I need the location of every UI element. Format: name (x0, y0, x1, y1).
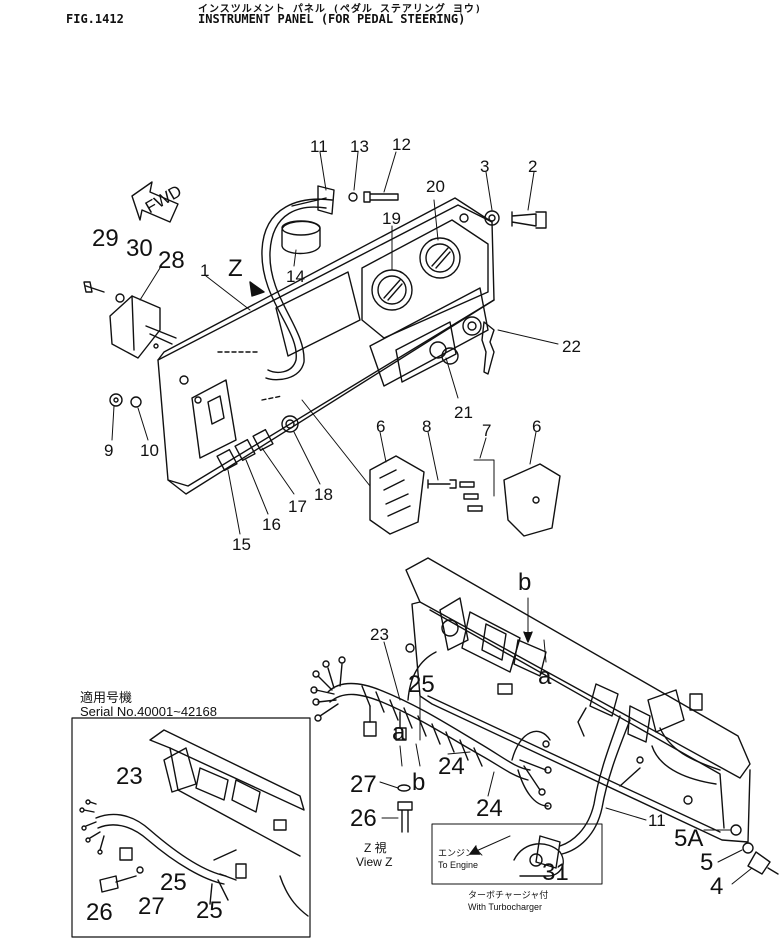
serial-jp: 適用号機 (80, 690, 132, 705)
z-view-arrow-icon (249, 281, 265, 297)
callout-27: 27 (350, 771, 377, 798)
inset-callout-27: 27 (138, 893, 165, 920)
callout-28: 28 (158, 247, 185, 274)
turbo-en: With Turbocharger (468, 902, 542, 912)
view-z-en: View Z (356, 855, 392, 869)
rear-panel-assembly (405, 557, 751, 843)
title-english: INSTRUMENT PANEL (FOR PEDAL STEERING) (198, 12, 466, 26)
turbo-jp: ターボチャージャ付 (468, 890, 548, 900)
gauge-20 (419, 237, 461, 279)
wiring-harness-23 (310, 643, 552, 810)
callout-9: 9 (104, 441, 113, 460)
buzzer-14 (281, 220, 321, 255)
bolt-29 (83, 281, 105, 293)
title-japanese: インスツルメント パネル (ペダル ステアリング ヨウ) (198, 4, 482, 15)
callout-23: 23 (370, 625, 389, 644)
cable-11 (261, 185, 335, 381)
ref-mark-b-top: b (518, 569, 531, 596)
callout-18: 18 (314, 485, 333, 504)
callout-4: 4 (710, 873, 723, 900)
callout-17: 17 (288, 497, 307, 516)
key-switch (462, 316, 495, 375)
screw-8 (427, 479, 457, 489)
callout-14: 14 (286, 267, 305, 286)
callout-6b: 6 (532, 417, 541, 436)
bolt-4 (747, 851, 779, 875)
ref-mark-b-bottom: b (412, 769, 425, 796)
bracket-28 (109, 295, 177, 359)
callout-8: 8 (422, 417, 431, 436)
bolt-2 (511, 211, 547, 229)
callout-6: 6 (376, 417, 385, 436)
inset-callout-23: 23 (116, 763, 143, 790)
instrument-panel-housing (157, 197, 495, 495)
fuse-cover-6 (503, 463, 561, 537)
callout-5: 5 (700, 849, 713, 876)
cable-11-lower (535, 715, 631, 869)
view-z-jp: Z 視 (364, 840, 387, 855)
fwd-label: FWD (142, 181, 185, 217)
washer-3 (484, 210, 500, 226)
callout-22: 22 (562, 337, 581, 356)
callout-29: 29 (92, 225, 119, 252)
callout-1: 1 (200, 261, 209, 280)
callout-26: 26 (350, 805, 377, 832)
engine-jp: エンジンへ (438, 848, 483, 858)
callout-25: 25 (408, 671, 435, 698)
callout-10: 10 (140, 441, 159, 460)
callout-2: 2 (528, 157, 537, 176)
pushbutton-21 (429, 341, 459, 365)
washer-13 (348, 192, 358, 202)
washer-5 (742, 842, 754, 854)
callout-19: 19 (382, 209, 401, 228)
washer-5A (730, 824, 742, 836)
callout-5A: 5A (674, 825, 703, 852)
callout-21: 21 (454, 403, 473, 422)
engine-en: To Engine (438, 860, 478, 870)
ref-mark-a-top: a (538, 663, 552, 690)
figure-number: FIG.1412 (66, 12, 124, 26)
callout-31: 31 (542, 859, 569, 886)
callout-24: 24 (438, 753, 465, 780)
inset-callout-26: 26 (86, 899, 113, 926)
inset-callout-25a: 25 (160, 869, 187, 896)
fuses-7 (459, 481, 483, 512)
callout-30: 30 (126, 235, 153, 262)
inset-callout-25b: 25 (196, 897, 223, 924)
washer-10 (130, 396, 142, 408)
to-engine-detail (431, 823, 603, 885)
ref-mark-a-bottom: a (392, 719, 406, 746)
fuse-box-6 (369, 455, 425, 535)
bolt-26 (397, 801, 413, 833)
gauge-19 (371, 269, 413, 311)
callout-3: 3 (480, 157, 489, 176)
callout-11: 11 (310, 137, 328, 156)
callout-20: 20 (426, 177, 445, 196)
serial-inset (71, 717, 311, 938)
callout-13: 13 (350, 137, 369, 156)
nut-9 (109, 393, 123, 407)
serial-en: Serial No.40001~42168 (80, 704, 217, 719)
callout-7: 7 (482, 421, 491, 440)
callout-24b: 24 (476, 795, 503, 822)
callout-11b: 11 (648, 811, 666, 830)
callout-15: 15 (232, 535, 251, 554)
fwd-arrow-icon (131, 181, 179, 223)
bolt-12 (363, 191, 399, 203)
washer-27 (397, 784, 411, 792)
callout-12: 12 (392, 135, 411, 154)
washer-30 (115, 293, 125, 303)
z-label: Z (228, 255, 243, 282)
callout-16: 16 (262, 515, 281, 534)
